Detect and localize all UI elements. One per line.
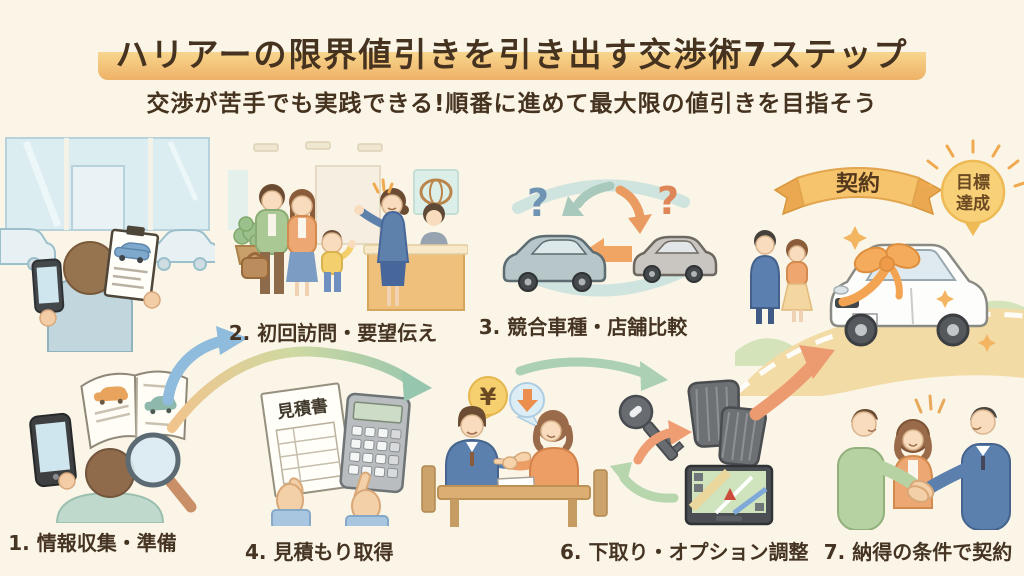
buyer-husband [837, 409, 925, 530]
mother [286, 189, 318, 296]
saleswoman [354, 178, 410, 306]
badge-rays [918, 139, 1024, 188]
contract-banner-text: 契約 [835, 171, 880, 197]
left-hand [271, 477, 311, 526]
showroom-car-right [149, 229, 215, 271]
page-title-text: ハリアーの限界値引きを引き出す交渉術7ステップ [97, 26, 927, 80]
gift-ribbon-bow [838, 243, 921, 307]
scene-estimate: 見積書 [260, 382, 411, 526]
customer [493, 410, 579, 495]
scene-negotiation: ¥ [421, 376, 608, 527]
badge-text-line2: 達成 [956, 193, 990, 214]
bag-icon [241, 257, 269, 279]
child [321, 230, 356, 292]
harrier-car [829, 243, 989, 347]
question-mark-right: ? [657, 179, 679, 223]
chair-left [421, 465, 436, 513]
scene-first-visit [228, 141, 468, 311]
scene-comparison: ? ? [502, 179, 718, 297]
scene-handshake [837, 394, 1011, 530]
sparkles [843, 226, 996, 352]
right-hand-pointing [345, 471, 389, 526]
smartphone-icon [29, 412, 77, 488]
goal-achieved-badge: 目標 達成 [918, 139, 1024, 236]
smartphone-icon [31, 258, 65, 314]
navigation-unit-icon [684, 464, 774, 526]
magnifier-icon [125, 432, 197, 513]
happy-couple [750, 230, 813, 324]
car-brochure-clipboard [103, 225, 160, 302]
table [437, 476, 591, 527]
scene-tradein-options [610, 379, 774, 526]
estimate-document: 見積書 [260, 382, 354, 498]
yen-symbol: ¥ [480, 383, 497, 411]
step7-label: 7. 納得の条件で契約 [823, 540, 1013, 564]
scene-research [29, 370, 197, 523]
scene-goal: 契約 目標 達成 [735, 139, 1024, 396]
step1-label: 1. 情報収集・準備 [8, 531, 177, 555]
calculator-icon [339, 392, 411, 494]
step6-label: 6. 下取り・オプション調整 [560, 540, 809, 564]
dealer-salesman [919, 407, 1011, 530]
sparkle-marks [914, 394, 946, 414]
father [241, 184, 289, 294]
page-title: ハリアーの限界値引きを引き出す交渉術7ステップ [0, 26, 1024, 80]
showroom-door [71, 165, 125, 231]
step4-label: 4. 見積もり取得 [245, 540, 394, 564]
car-catalog [80, 370, 189, 450]
down-arrow-icon [523, 389, 532, 400]
step2-label: 2. 初回訪問・要望伝え [228, 321, 438, 345]
handshake-hands [906, 479, 935, 503]
car-key-icon [618, 394, 685, 461]
floor-mats-icon [687, 379, 768, 467]
discount-speech-bubble [509, 382, 545, 430]
swap-arrow-orange [633, 420, 692, 465]
scene-showroom [0, 137, 215, 352]
showroom-car-left [0, 228, 56, 271]
chair-right [593, 469, 608, 517]
swap-arrow-green [610, 462, 679, 503]
step3-label: 3. 競合車種・店舗比較 [478, 315, 688, 339]
suv-car [502, 234, 607, 292]
contract-banner: 契約 [773, 167, 943, 216]
sparkle-marks [372, 178, 394, 194]
question-mark-left: ? [527, 181, 549, 225]
compact-car [632, 235, 718, 283]
researcher-back-view [55, 448, 165, 523]
page-subtitle: 交渉が苦手でも実践できる!順番に進めて最大限の値引きを目指そう [146, 91, 878, 117]
badge-text-line1: 目標 [956, 172, 990, 193]
